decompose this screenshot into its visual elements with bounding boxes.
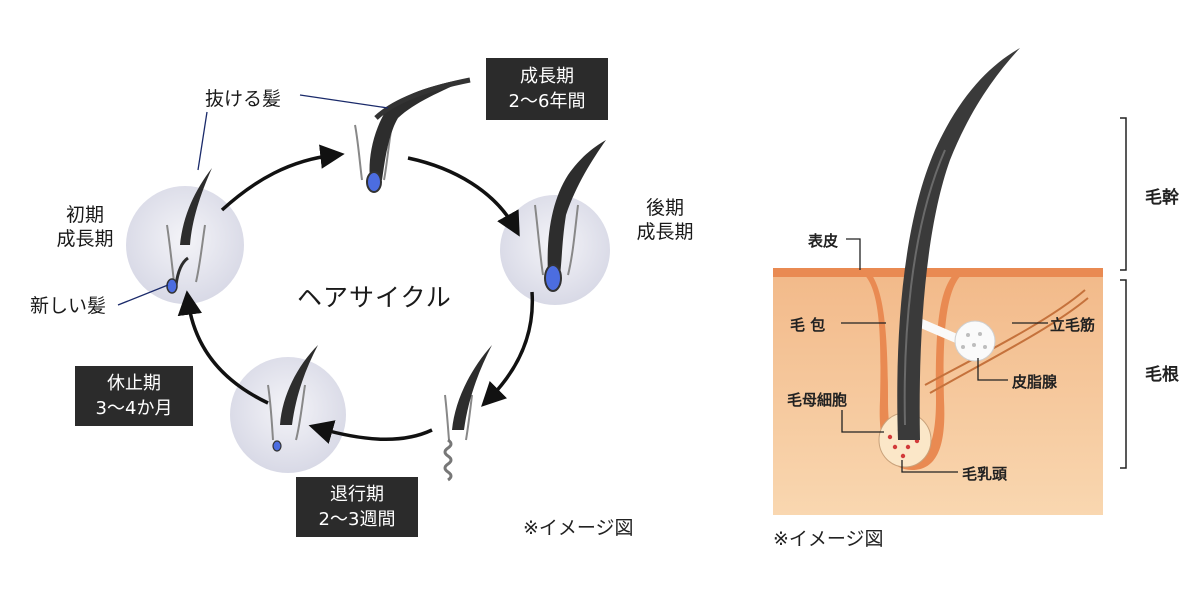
early-follicle-icon <box>166 168 212 294</box>
anatomy-note: ※イメージ図 <box>773 528 884 550</box>
falling-hair-label: 抜ける髪 <box>205 88 282 110</box>
rest-phase-name: 休止期 <box>107 373 161 394</box>
late-growth-label: 後期 成長期 <box>630 196 700 244</box>
new-hair-leader <box>117 284 169 306</box>
new-hair-label: 新しい髪 <box>30 295 107 317</box>
arrow-to-regression <box>481 291 535 407</box>
regression-phase-box: 退行期 2〜3週間 <box>296 477 418 537</box>
root-label: 毛根 <box>1145 365 1179 385</box>
arrector-label: 立毛筋 <box>1050 316 1096 334</box>
falling-hair-shape <box>374 77 471 120</box>
cycle-title: ヘアサイクル <box>297 283 452 312</box>
rest-phase-box: 休止期 3〜4か月 <box>75 366 193 426</box>
regression-phase-name: 退行期 <box>330 484 384 505</box>
rest-phase-duration: 3〜4か月 <box>95 398 173 419</box>
arrow-to-growth <box>220 144 345 212</box>
sebaceous-label: 皮脂腺 <box>1012 373 1058 391</box>
growth-phase-duration: 2〜6年間 <box>508 91 586 112</box>
skin-section <box>773 48 1103 515</box>
arrow-to-early <box>177 290 269 405</box>
falling-hair-leader <box>299 94 389 109</box>
cycle-note: ※イメージ図 <box>523 517 634 539</box>
falling-hair-leader-2 <box>197 111 208 171</box>
regression-follicle-icon <box>443 345 492 482</box>
late-follicle-icon <box>534 140 606 292</box>
shaft-label: 毛幹 <box>1145 188 1179 208</box>
early-growth-line-2: 成長期 <box>56 228 114 250</box>
early-growth-label: 初期 成長期 <box>50 203 120 251</box>
late-growth-line-2: 成長期 <box>636 221 694 243</box>
arrow-to-late <box>407 156 520 237</box>
papilla-label: 毛乳頭 <box>962 465 1008 483</box>
matrix-leader <box>841 410 884 433</box>
follicle-label: 毛 包 <box>790 316 826 334</box>
regression-phase-duration: 2〜3週間 <box>318 509 396 530</box>
epidermis-label: 表皮 <box>808 232 839 250</box>
papilla-leader <box>901 460 958 473</box>
rest-follicle-icon <box>267 345 318 452</box>
root-bracket <box>1120 279 1127 469</box>
shaft-bracket <box>1120 117 1127 271</box>
epidermis-leader <box>846 238 861 270</box>
early-growth-line-1: 初期 <box>65 204 104 226</box>
arrow-to-rest <box>308 420 433 444</box>
late-growth-line-1: 後期 <box>645 197 684 219</box>
growth-phase-box: 成長期 2〜6年間 <box>486 58 608 120</box>
sebaceous-leader <box>977 358 1008 381</box>
matrix-label: 毛母細胞 <box>787 391 848 409</box>
growth-phase-name: 成長期 <box>520 66 574 87</box>
